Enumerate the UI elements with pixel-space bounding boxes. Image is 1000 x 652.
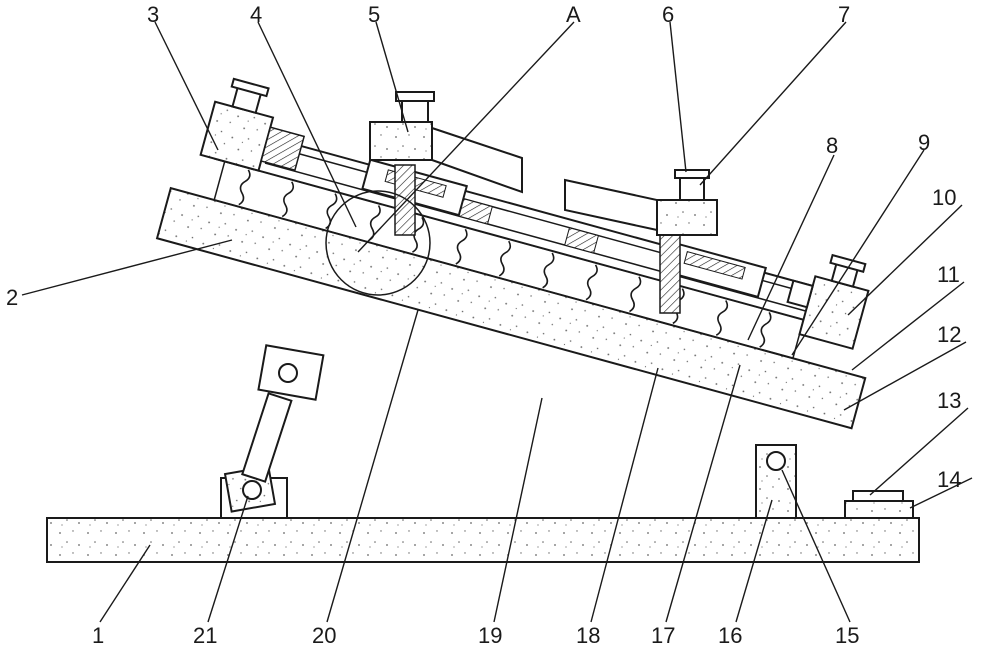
label-21: 21 bbox=[193, 623, 217, 648]
label-A: A bbox=[566, 2, 581, 27]
label-3: 3 bbox=[147, 2, 159, 27]
label-9: 9 bbox=[918, 130, 930, 155]
label-14: 14 bbox=[937, 467, 961, 492]
label-18: 18 bbox=[576, 623, 600, 648]
part-labels: 1 2 3 4 5 A 6 7 8 9 10 11 12 13 14 15 16… bbox=[6, 2, 961, 648]
detail-circle-A bbox=[325, 190, 431, 296]
label-7: 7 bbox=[838, 2, 850, 27]
label-6: 6 bbox=[662, 2, 674, 27]
label-13: 13 bbox=[937, 388, 961, 413]
right-clamp bbox=[564, 169, 718, 314]
label-19: 19 bbox=[478, 623, 502, 648]
left-pivot-support bbox=[220, 344, 325, 519]
label-8: 8 bbox=[826, 133, 838, 158]
label-5: 5 bbox=[368, 2, 380, 27]
label-10: 10 bbox=[932, 185, 956, 210]
label-16: 16 bbox=[718, 623, 742, 648]
base-plate bbox=[46, 517, 920, 563]
label-12: 12 bbox=[937, 322, 961, 347]
label-17: 17 bbox=[651, 623, 675, 648]
label-15: 15 bbox=[835, 623, 859, 648]
label-2: 2 bbox=[6, 285, 18, 310]
label-1: 1 bbox=[92, 623, 104, 648]
stop-block bbox=[844, 490, 914, 519]
leader-lines bbox=[21, 21, 973, 623]
label-4: 4 bbox=[250, 2, 262, 27]
label-11: 11 bbox=[937, 262, 960, 287]
right-pivot-support bbox=[755, 444, 797, 519]
label-20: 20 bbox=[312, 623, 336, 648]
